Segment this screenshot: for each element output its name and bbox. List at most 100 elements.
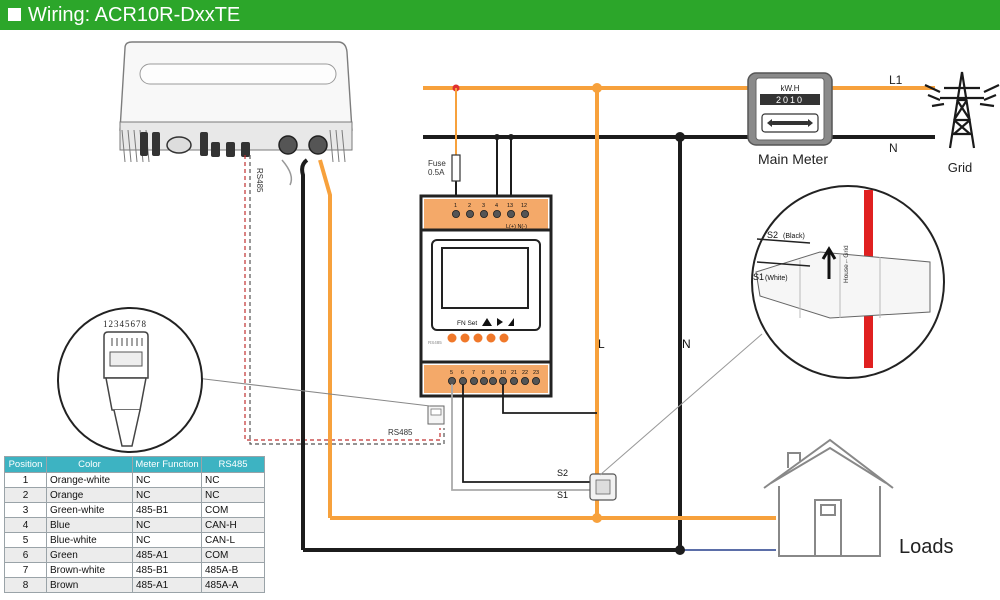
- svg-text:1: 1: [454, 203, 457, 209]
- page-title: Wiring: ACR10R-DxxTE: [28, 4, 241, 26]
- main-meter-reading: 2010: [776, 95, 804, 105]
- ct-arrow-text: House←Grid: [843, 245, 850, 283]
- main-meter-label: Main Meter: [758, 151, 828, 167]
- ct-s1-label: S1: [557, 490, 568, 500]
- table-cell: CAN-H: [201, 517, 265, 533]
- ct-zoom-leader: [599, 333, 763, 476]
- grid-l1-label: L1: [889, 73, 903, 87]
- ct-s2-label: S2: [557, 468, 568, 478]
- table-cell: CAN-L: [201, 532, 265, 548]
- table-header: Color: [46, 456, 133, 473]
- svg-text:4: 4: [495, 203, 498, 209]
- inverter-icon: [119, 41, 353, 186]
- svg-text:22: 22: [522, 370, 528, 376]
- meter-side-text: RS485: [428, 340, 442, 345]
- table-cell: 8: [4, 577, 47, 593]
- table-header: RS485: [201, 456, 265, 473]
- line-l-label: L: [598, 337, 605, 351]
- ct-zoom-bubble: [751, 185, 945, 379]
- table-cell: NC: [132, 472, 202, 488]
- table-cell: 7: [4, 562, 47, 578]
- table-cell: Blue-white: [46, 532, 133, 548]
- table-cell: 1: [4, 472, 47, 488]
- house-icon: [763, 438, 894, 557]
- svg-text:13: 13: [507, 203, 513, 209]
- table-cell: 485-A1: [132, 577, 202, 593]
- line-n-label: N: [682, 337, 691, 351]
- zoom-s2-color: (Black): [783, 233, 805, 240]
- svg-text:6: 6: [461, 370, 464, 376]
- table-header: Position: [4, 456, 47, 473]
- table-cell: 2: [4, 487, 47, 503]
- loads-label: Loads: [899, 536, 954, 558]
- table-cell: NC: [132, 487, 202, 503]
- table-cell: Brown: [46, 577, 133, 593]
- svg-text:21: 21: [511, 370, 517, 376]
- table-cell: 4: [4, 517, 47, 533]
- rj45-pin-numbers: 12345678: [103, 319, 147, 329]
- header-bar: Wiring: ACR10R-DxxTE: [0, 0, 1000, 30]
- table-cell: COM: [201, 502, 265, 518]
- rs485-cable: [244, 155, 445, 445]
- wiring-diagram: RS485 RS485 F: [57, 41, 1000, 558]
- svg-text:7: 7: [472, 370, 475, 376]
- grid-tower-icon: [924, 71, 1000, 149]
- rj45-plug-icon: [427, 405, 445, 425]
- meter-top-terminal-numbers: 1 2 3 4 13 12: [454, 203, 527, 209]
- table-cell: COM: [201, 547, 265, 563]
- ct-clamp-icon: [589, 473, 617, 501]
- table-cell: 485-A1: [132, 547, 202, 563]
- table-cell: 485A-B: [201, 562, 265, 578]
- fuse-icon: [451, 154, 461, 182]
- table-cell: NC: [132, 532, 202, 548]
- zoom-s1-color: (White): [765, 275, 788, 282]
- table-cell: 6: [4, 547, 47, 563]
- table-cell: Orange: [46, 487, 133, 503]
- neutral-wires: [300, 135, 935, 552]
- table-cell: 5: [4, 532, 47, 548]
- table-cell: 3: [4, 502, 47, 518]
- inverter-rs485-label: RS485: [255, 168, 264, 193]
- svg-text:2: 2: [468, 203, 471, 209]
- table-cell: 485A-A: [201, 577, 265, 593]
- svg-text:5: 5: [450, 370, 453, 376]
- main-meter-icon: [747, 72, 833, 146]
- square-bullet-icon: [8, 8, 21, 21]
- table-header: Meter Function: [132, 456, 202, 473]
- table-cell: Brown-white: [46, 562, 133, 578]
- ct-signal-wires: [451, 384, 597, 491]
- rj45-zoom-bubble: [57, 307, 203, 453]
- table-cell: Green-white: [46, 502, 133, 518]
- live-wires: [318, 86, 935, 520]
- meter-keypad-label: FN Set: [457, 320, 477, 327]
- table-cell: NC: [132, 517, 202, 533]
- rs485-plug-label: RS485: [388, 428, 413, 437]
- rj45-zoom-leader: [195, 377, 431, 407]
- table-cell: Orange-white: [46, 472, 133, 488]
- svg-text:10: 10: [500, 370, 506, 376]
- table-cell: 485-B1: [132, 502, 202, 518]
- table-cell: Green: [46, 547, 133, 563]
- svg-text:8: 8: [482, 370, 485, 376]
- grid-n-label: N: [889, 141, 898, 155]
- main-meter-unit: kW.H: [780, 84, 799, 93]
- svg-text:9: 9: [491, 370, 494, 376]
- meter-top-terminal-note: L(+) N(-): [506, 224, 527, 230]
- grid-label: Grid: [948, 160, 973, 175]
- fuse-rating: 0.5A: [428, 168, 445, 177]
- zoom-s2-label: S2: [767, 230, 778, 240]
- svg-text:3: 3: [482, 203, 485, 209]
- table-cell: NC: [201, 472, 265, 488]
- table-cell: Blue: [46, 517, 133, 533]
- svg-text:12: 12: [521, 203, 527, 209]
- meter-supply-wires: [455, 88, 512, 198]
- meter-bottom-terminal-numbers: 5 6 7 8 9 10 21 22 23: [450, 370, 539, 376]
